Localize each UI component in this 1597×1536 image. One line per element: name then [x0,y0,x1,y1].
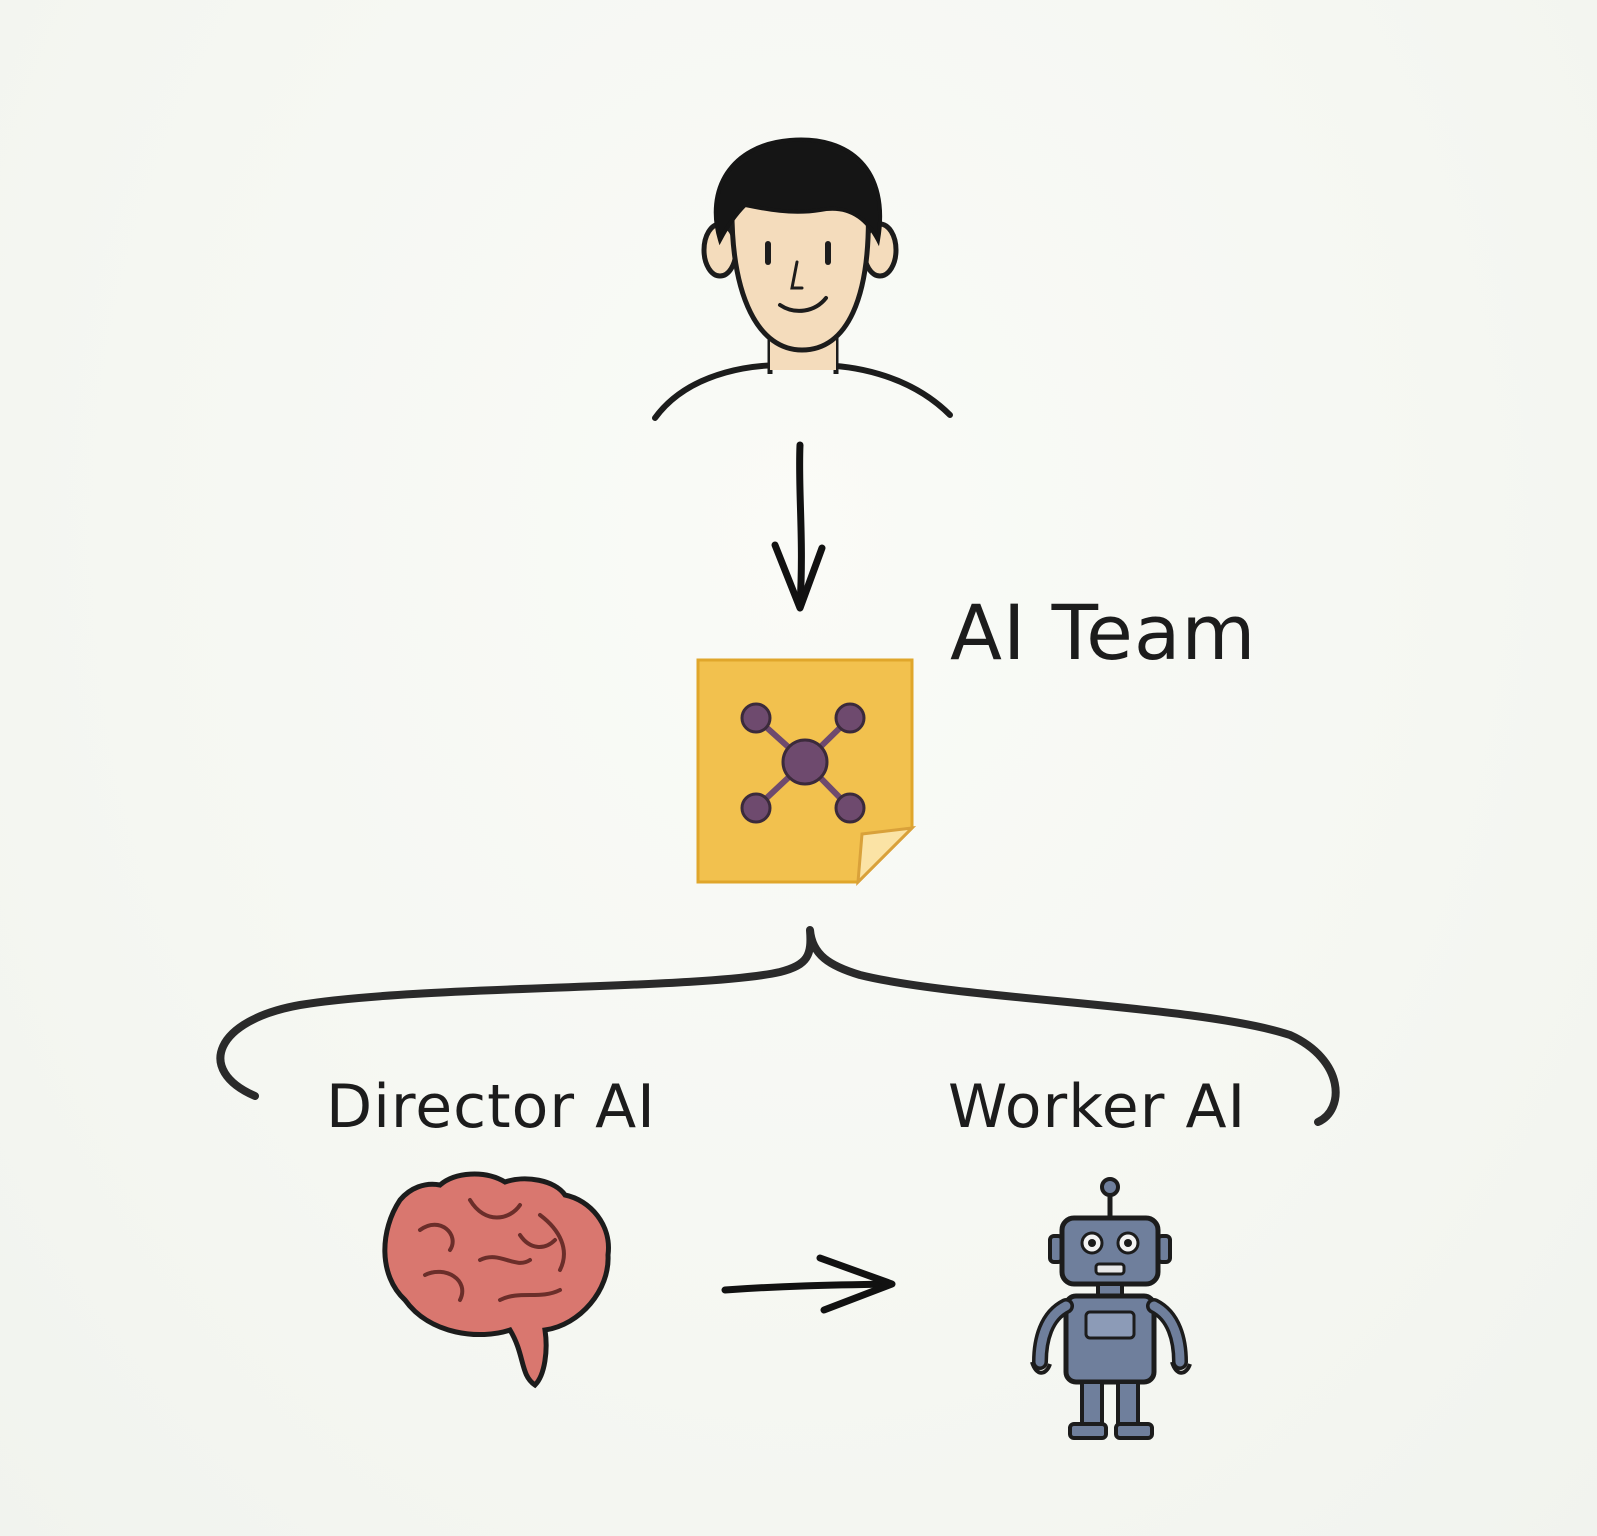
robot-icon [1030,1177,1192,1440]
person-icon [652,137,953,421]
ai-team-label: AI Team [950,588,1257,677]
network-sticky-note-icon [696,658,917,886]
brain-icon [382,1171,611,1389]
arrow-down-icon [771,441,826,612]
director-ai-label: Director AI [326,1072,656,1142]
network-icon [740,702,866,824]
brace-connector [216,926,1340,1126]
worker-ai-label: Worker AI [948,1072,1247,1142]
arrow-right-icon [721,1254,896,1314]
